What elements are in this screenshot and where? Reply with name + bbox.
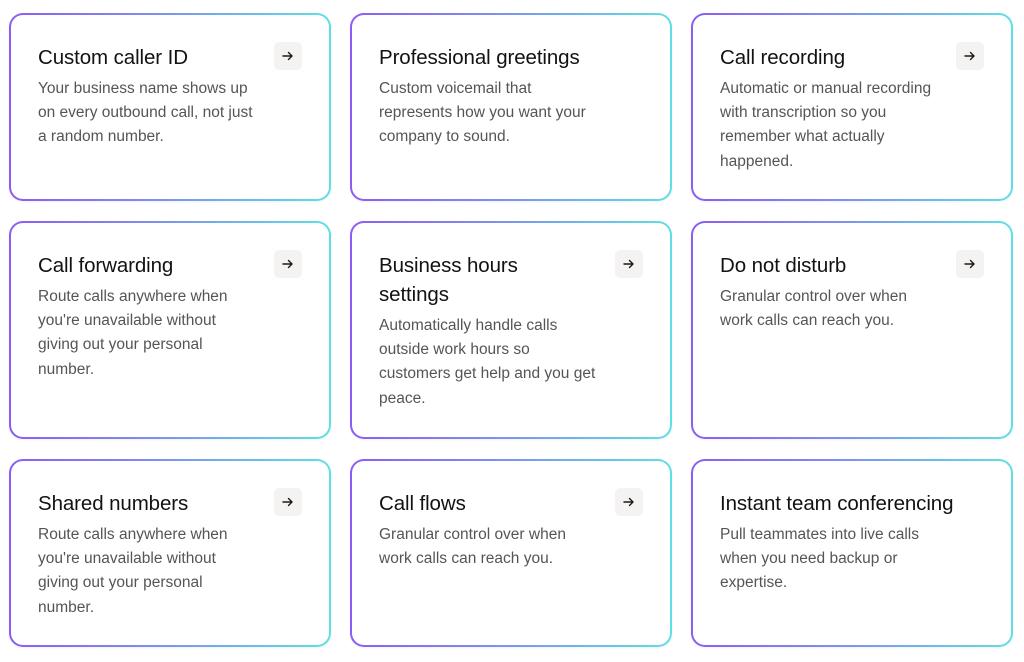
card-body: Call forwarding Route calls anywhere whe…	[11, 223, 329, 437]
card-body: Do not disturb Granular control over whe…	[693, 223, 1011, 437]
arrow-right-icon	[623, 497, 634, 507]
card-description: Automatic or manual recording with trans…	[720, 80, 932, 170]
card-title: Shared numbers	[38, 492, 189, 515]
card-description: Granular control over when work calls ca…	[720, 288, 907, 330]
card-body: Call flows Granular control over when wo…	[352, 461, 670, 645]
feature-card-call-flows[interactable]: Call flows Granular control over when wo…	[350, 459, 672, 647]
card-title: Do not disturb	[720, 254, 847, 277]
card-arrow-button[interactable]	[956, 250, 984, 278]
card-arrow-button[interactable]	[274, 42, 302, 70]
card-body: Custom caller ID Your business name show…	[11, 15, 329, 199]
card-arrow-button[interactable]	[615, 488, 643, 516]
card-title: Custom caller ID	[38, 46, 188, 69]
card-title: Call recording	[720, 46, 846, 69]
card-description: Custom voicemail that represents how you…	[379, 80, 586, 146]
card-body: Shared numbers Route calls anywhere when…	[11, 461, 329, 645]
card-description: Granular control over when work calls ca…	[379, 526, 566, 568]
arrow-right-icon	[623, 259, 634, 269]
card-arrow-button[interactable]	[956, 42, 984, 70]
feature-card-grid: Custom caller ID Your business name show…	[9, 13, 1013, 647]
card-arrow-button[interactable]	[615, 250, 643, 278]
feature-card-professional-greetings[interactable]: Professional greetings Custom voicemail …	[350, 13, 672, 201]
feature-card-do-not-disturb[interactable]: Do not disturb Granular control over whe…	[691, 221, 1013, 439]
card-arrow-button[interactable]	[274, 250, 302, 278]
card-title: Instant team conferencing	[720, 492, 954, 515]
card-description: Route calls anywhere when you're unavail…	[38, 526, 228, 616]
arrow-right-icon	[282, 259, 293, 269]
feature-card-shared-numbers[interactable]: Shared numbers Route calls anywhere when…	[9, 459, 331, 647]
feature-card-call-forwarding[interactable]: Call forwarding Route calls anywhere whe…	[9, 221, 331, 439]
card-body: Professional greetings Custom voicemail …	[352, 15, 670, 199]
card-title: Call flows	[379, 492, 466, 515]
card-body: Call recording Automatic or manual recor…	[693, 15, 1011, 199]
card-title: Professional greetings	[379, 46, 580, 69]
card-title: Business hours settings	[379, 254, 518, 306]
feature-card-call-recording[interactable]: Call recording Automatic or manual recor…	[691, 13, 1013, 201]
feature-card-custom-caller-id[interactable]: Custom caller ID Your business name show…	[9, 13, 331, 201]
card-body: Instant team conferencing Pull teammates…	[693, 461, 1011, 645]
card-description: Pull teammates into live calls when you …	[720, 526, 919, 592]
arrow-right-icon	[964, 259, 975, 269]
card-description: Your business name shows up on every out…	[38, 80, 253, 146]
arrow-right-icon	[964, 51, 975, 61]
feature-card-instant-team-conferencing[interactable]: Instant team conferencing Pull teammates…	[691, 459, 1013, 647]
card-description: Automatically handle calls outside work …	[379, 317, 596, 407]
card-body: Business hours settings Automatically ha…	[352, 223, 670, 437]
card-title: Call forwarding	[38, 254, 174, 277]
feature-card-business-hours-settings[interactable]: Business hours settings Automatically ha…	[350, 221, 672, 439]
card-description: Route calls anywhere when you're unavail…	[38, 288, 228, 378]
card-arrow-button[interactable]	[274, 488, 302, 516]
arrow-right-icon	[282, 51, 293, 61]
arrow-right-icon	[282, 497, 293, 507]
